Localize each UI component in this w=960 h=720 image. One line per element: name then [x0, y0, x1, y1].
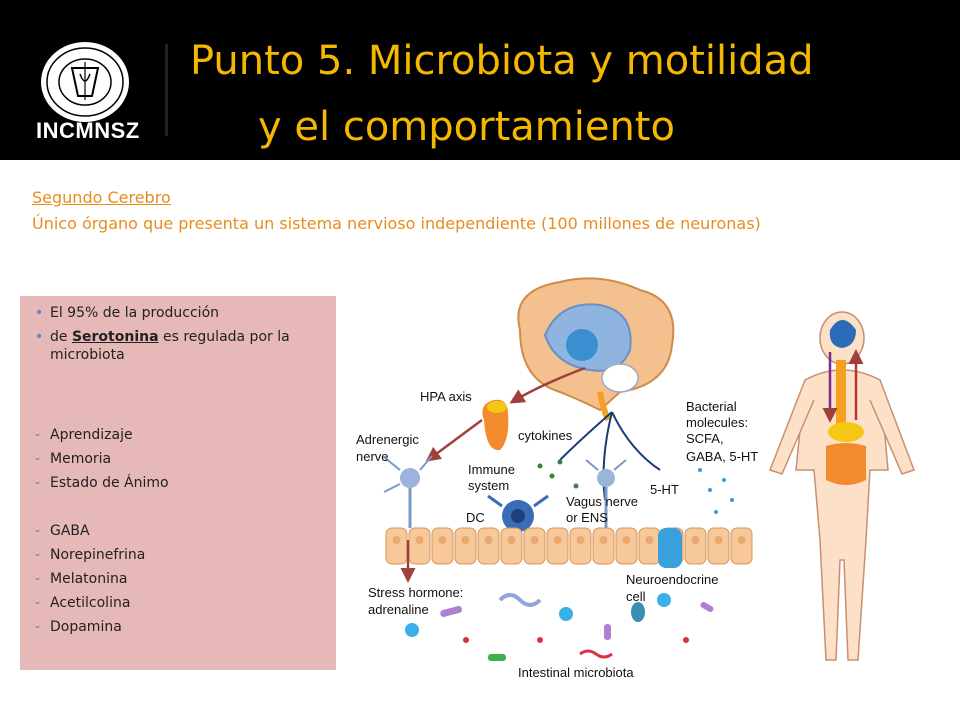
epithelial-cell	[638, 527, 661, 565]
dash-item: -Aprendizaje	[35, 427, 133, 443]
cell-nucleus	[461, 536, 470, 544]
cell-nucleus	[737, 536, 746, 544]
epithelial-cell	[523, 527, 546, 565]
dash-item: -Memoria	[35, 451, 112, 467]
dash-item: -Melatonina	[35, 571, 128, 587]
epithelial-cell	[408, 527, 431, 565]
dash-item: -Estado de Ánimo	[35, 475, 169, 491]
dash-item: -Dopamina	[35, 619, 122, 635]
epithelial-cell	[730, 527, 753, 565]
info-panel: • El 95% de la producción • de Serotonina …	[20, 296, 336, 670]
section-subheading: Segundo Cerebro	[32, 188, 171, 207]
gut-brain-axis-figure: HPA axis cytokines Bacterial molecules: …	[356, 277, 915, 680]
institution-seal-icon	[41, 42, 129, 122]
cell-nucleus	[507, 536, 516, 544]
label-stress-1: Stress hormone:	[368, 585, 463, 600]
label-neuroendocrine-1: Neuroendocrine	[626, 572, 719, 587]
page-title-line1: Punto 5. Microbiota y motilidad	[190, 38, 814, 84]
epithelial-cell	[477, 527, 500, 565]
label-adrenergic-1: Adrenergic	[356, 432, 419, 447]
epithelial-cell	[615, 527, 638, 565]
label-cytokines: cytokines	[518, 428, 573, 443]
page-title-line2: y el comportamiento	[258, 104, 675, 150]
label-bacterial-1: Bacterial	[686, 399, 737, 414]
epithelial-cell	[500, 527, 523, 565]
vagus-neuron-icon	[585, 459, 627, 528]
logo-text: INCMNSZ	[36, 118, 140, 143]
cell-nucleus	[691, 536, 700, 544]
dash-mark-icon: -	[35, 595, 41, 611]
epithelial-cell	[592, 527, 615, 565]
cell-nucleus	[484, 536, 493, 544]
molecule-dots	[537, 459, 734, 514]
epithelial-cell	[454, 527, 477, 565]
dash-mark-icon: -	[35, 547, 41, 563]
label-dc: DC	[466, 510, 485, 525]
cell-nucleus	[438, 536, 447, 544]
serotonina-highlight: Serotonina	[71, 329, 159, 345]
brain-icon	[517, 277, 675, 422]
section-description: Único órgano que presenta un sistema ner…	[32, 214, 761, 233]
bullet-item: • El 95% de la producción	[32, 304, 328, 322]
adrenergic-neuron-icon	[383, 455, 433, 528]
dash-mark-icon: -	[35, 451, 41, 467]
dash-item: -Acetilcolina	[35, 595, 131, 611]
cell-nucleus	[553, 536, 562, 544]
bullet-list: • El 95% de la producción • de Serotonina …	[32, 304, 328, 642]
epithelial-cell	[569, 527, 592, 565]
bullet-prefix: de	[50, 329, 72, 345]
label-immune-2: system	[468, 478, 509, 493]
epithelial-cell	[546, 527, 569, 565]
bullet-item: • de Serotonina es regulada por la microb…	[32, 328, 328, 364]
epithelial-cell	[431, 527, 454, 565]
bullet-dot-icon: •	[35, 329, 44, 345]
dash-item: -GABA	[35, 523, 90, 539]
label-vagus-1: Vagus nerve	[566, 494, 638, 509]
intestinal-epithelium	[385, 527, 753, 565]
label-neuroendocrine-2: cell	[626, 589, 646, 604]
microbiota-icon	[405, 593, 714, 661]
bullet-dot-icon: •	[35, 305, 44, 321]
dash-mark-icon: -	[35, 571, 41, 587]
cell-nucleus	[622, 536, 631, 544]
header-banner: INCMNSZ Punto 5. Microbiota y motilidad …	[0, 0, 960, 160]
label-adrenergic-2: nerve	[356, 449, 389, 464]
cell-nucleus	[576, 536, 585, 544]
dash-mark-icon: -	[35, 427, 41, 443]
adrenal-gland-icon	[482, 399, 509, 451]
cell-nucleus	[645, 536, 654, 544]
epithelial-cell	[385, 527, 408, 565]
label-bacterial-4: GABA, 5-HT	[686, 449, 758, 464]
epithelial-cell	[707, 527, 730, 565]
cell-nucleus	[415, 536, 424, 544]
cell-nucleus	[530, 536, 539, 544]
dash-item: -Norepinefrina	[35, 547, 146, 563]
cell-nucleus	[714, 536, 723, 544]
label-stress-2: adrenaline	[368, 602, 429, 617]
dash-mark-icon: -	[35, 475, 41, 491]
dash-mark-icon: -	[35, 619, 41, 635]
label-microbiota: Intestinal microbiota	[518, 665, 634, 680]
label-bacterial-3: SCFA,	[686, 431, 724, 446]
dash-mark-icon: -	[35, 523, 41, 539]
neuroendocrine-cell-icon	[658, 528, 682, 568]
epithelial-cell	[684, 527, 707, 565]
label-5ht: 5-HT	[650, 482, 679, 497]
label-immune-1: Immune	[468, 462, 515, 477]
cell-nucleus	[599, 536, 608, 544]
bullet-text: El 95% de la producción	[50, 305, 220, 321]
label-vagus-2: or ENS	[566, 510, 608, 525]
label-hpa-axis: HPA axis	[420, 389, 472, 404]
label-bacterial-2: molecules:	[686, 415, 748, 430]
cell-nucleus	[392, 536, 401, 544]
bullet-suffix: es regulada por la microbiota	[50, 329, 290, 363]
human-body-icon	[769, 311, 915, 661]
header-divider	[165, 44, 168, 136]
